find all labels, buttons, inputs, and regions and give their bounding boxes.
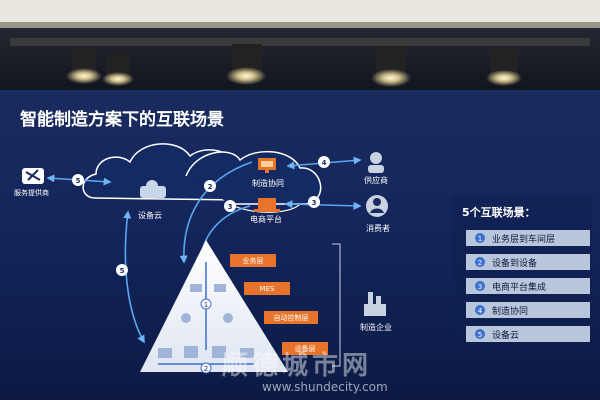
layer-device: 设备层: [295, 344, 316, 353]
laptop-icon: [254, 198, 280, 212]
pyramid-icons: [158, 284, 254, 358]
panel-item: 3 电商平台集成: [466, 278, 590, 294]
consumer-label: 消费者: [366, 223, 390, 233]
watermark-url: www.shundecity.com: [262, 380, 388, 394]
svg-text:制造协同: 制造协同: [492, 305, 528, 317]
badge-5-top: 5: [76, 177, 81, 185]
badge-5-left: 5: [120, 267, 125, 275]
slide-title: 智能制造方案下的互联场景: [20, 109, 224, 130]
panel-item: 5 设备云: [466, 326, 590, 342]
panel-heading: 5个互联场景：: [462, 205, 536, 219]
lighting-truss: [10, 38, 590, 46]
svg-text:设备云: 设备云: [492, 329, 519, 341]
monitor-icon: [258, 158, 276, 173]
device-cloud-icon: [140, 180, 166, 198]
svg-text:1: 1: [478, 235, 482, 243]
pyramid: [140, 240, 288, 372]
badge-4: 4: [322, 159, 327, 167]
svg-text:3: 3: [478, 283, 482, 291]
supplier-icon: [368, 152, 384, 173]
svg-text:设备到设备: 设备到设备: [492, 257, 537, 269]
stage-lights: [66, 44, 522, 87]
badge-3-right: 3: [312, 199, 317, 207]
enterprise-bracket: [332, 243, 341, 367]
ecommerce-label: 电商平台: [250, 214, 282, 224]
wrench-icon: [22, 168, 44, 184]
panel-item: 1 业务层到车间层: [466, 230, 590, 246]
badge-2-top: 2: [208, 183, 213, 191]
connection-badges: 5 4 3 2 3 5: [72, 156, 330, 276]
svg-text:电商平台集成: 电商平台集成: [492, 281, 546, 293]
service-provider-label: 服务提供商: [14, 188, 49, 197]
supplier-label: 供应商: [364, 175, 388, 185]
svg-text:4: 4: [478, 307, 483, 315]
svg-text:业务层到车间层: 业务层到车间层: [492, 233, 555, 245]
layer-control: 自动控制层: [274, 313, 309, 322]
badge-3-left: 3: [228, 203, 233, 211]
factory-icon: [364, 292, 386, 316]
device-cloud-label: 设备云: [138, 210, 162, 220]
badge-2-bottom: 2: [204, 365, 208, 373]
pyramid-layer-labels: 业务层 MES 自动控制层 设备层: [230, 254, 328, 355]
manufacturing-enterprise-label: 制造企业: [360, 322, 392, 332]
svg-text:2: 2: [478, 259, 482, 267]
watermark-text: 顺德城市网: [222, 350, 372, 381]
ceiling-panel: [0, 0, 600, 22]
panel-item: 2 设备到设备: [466, 254, 590, 270]
layer-mes: MES: [260, 285, 275, 293]
badge-1: 1: [204, 301, 208, 309]
layer-business: 业务层: [243, 256, 264, 265]
manufacturing-collab-label: 制造协同: [252, 178, 284, 188]
panel-item: 4 制造协同: [466, 302, 590, 318]
scenario-panel-bg: [452, 196, 592, 346]
svg-text:5: 5: [478, 331, 482, 339]
consumer-icon: [366, 195, 388, 217]
